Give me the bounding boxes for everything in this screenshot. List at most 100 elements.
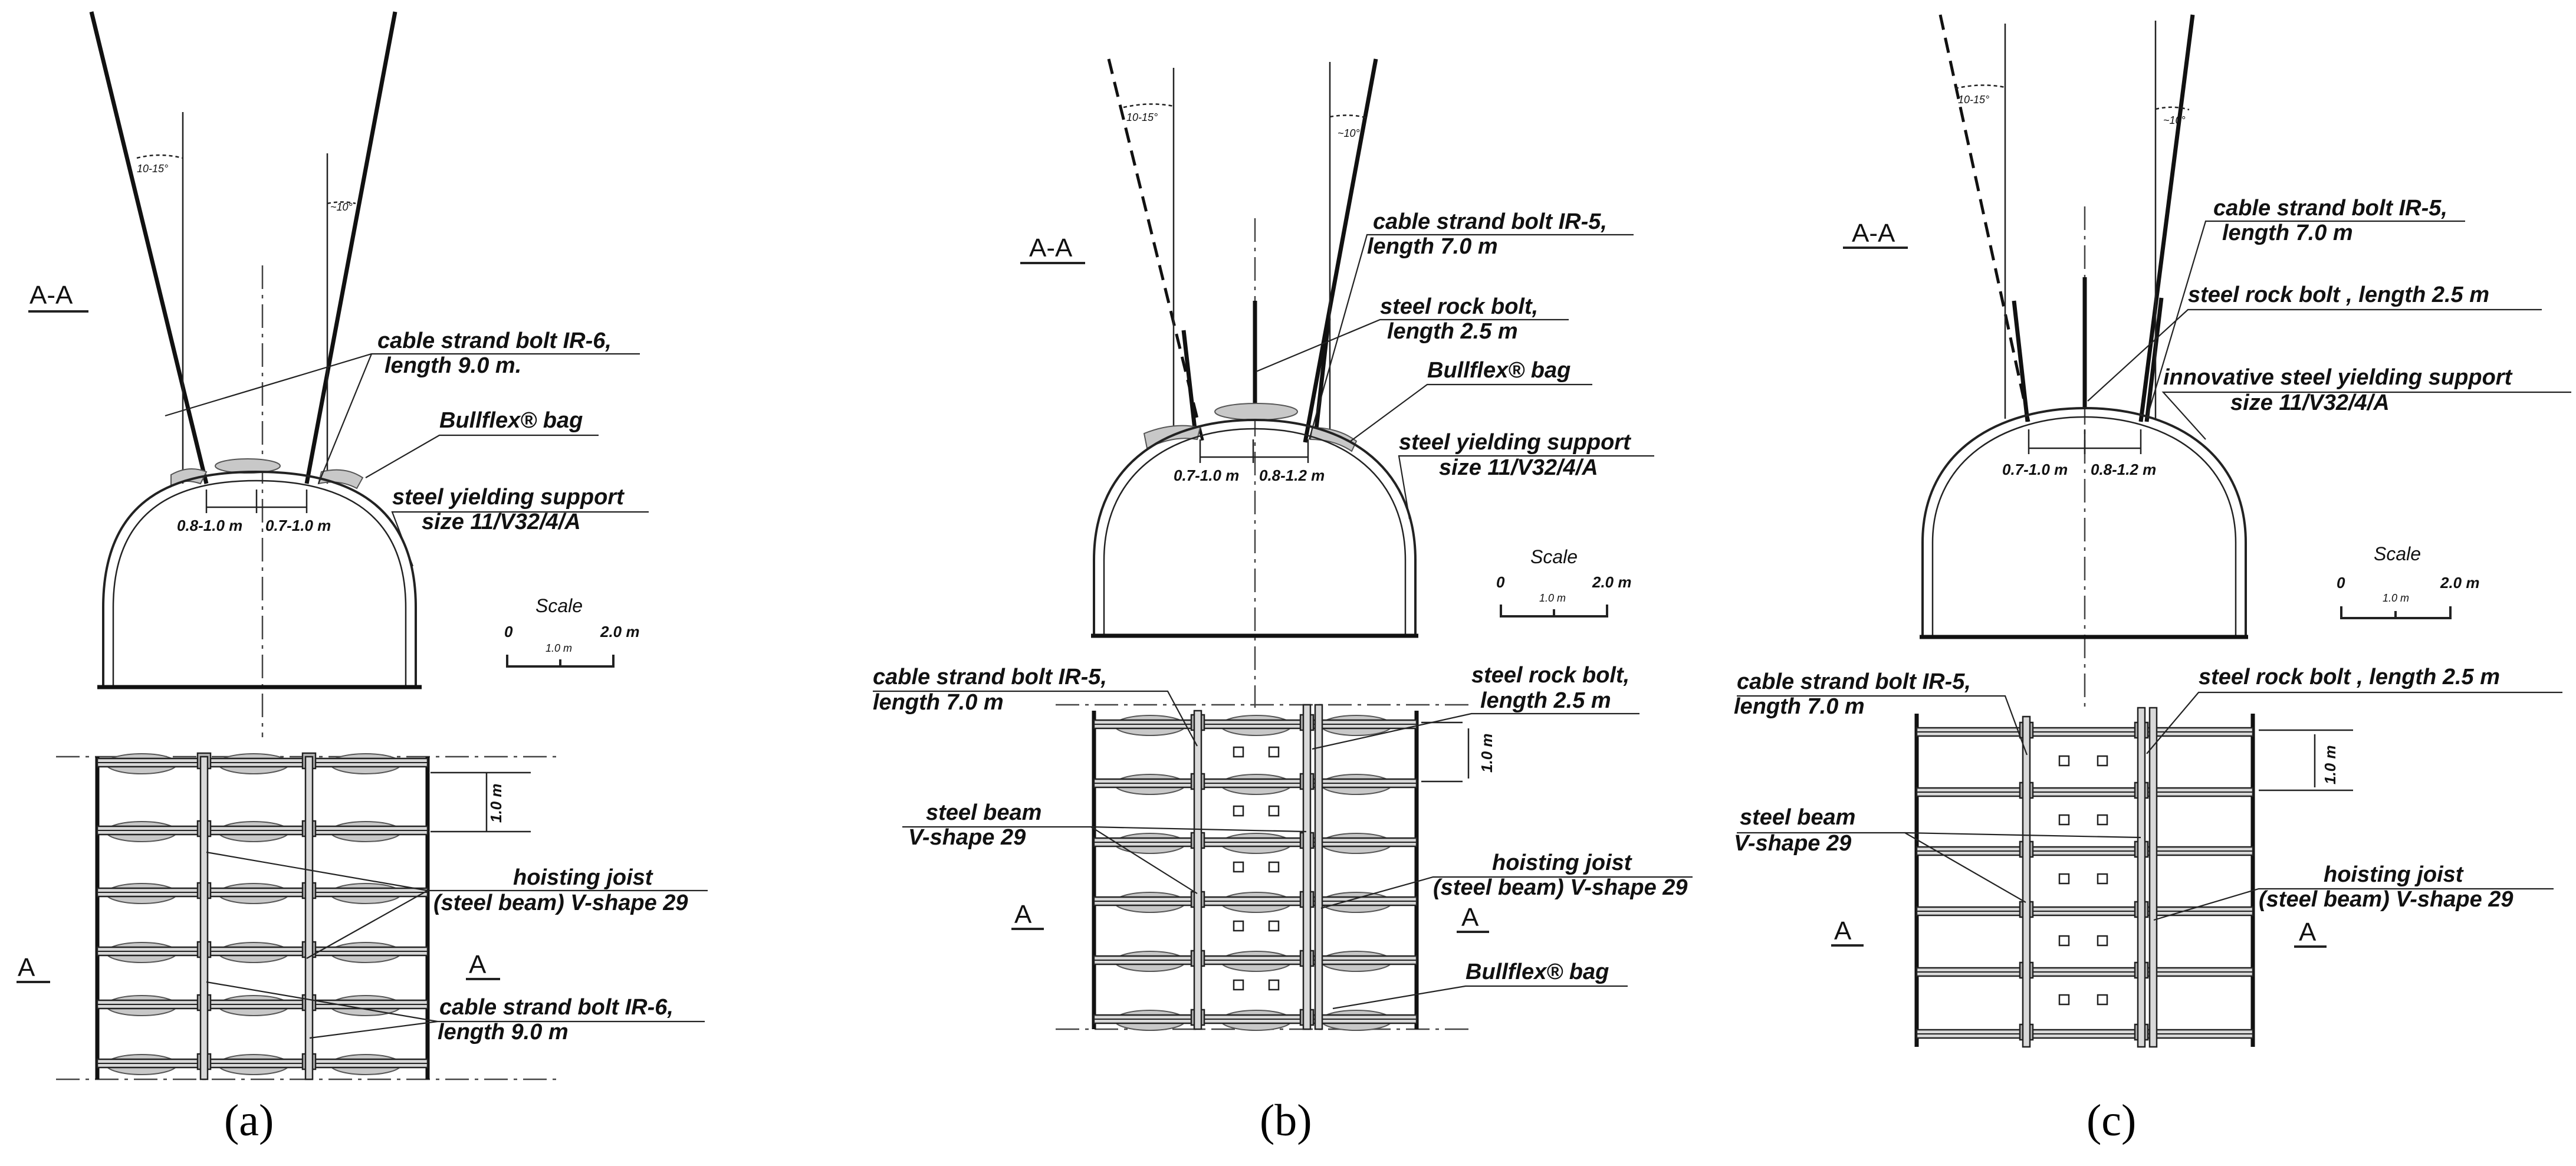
panel-b-rock-bolt-plan-label-2: length 2.5 m — [1480, 688, 1611, 713]
rock-bolt-mark — [2097, 935, 2108, 947]
panel-b-scale-mid: 1.0 m — [1539, 592, 1566, 604]
panel-a-cable-bolt-plan-label-2: length 9.0 m — [438, 1020, 569, 1045]
panel-a-plan-view: 1.0 m A A hoisting joist (steel beam) V-… — [17, 752, 708, 1080]
rock-bolt-mark — [2097, 755, 2108, 767]
panel-a-cable-bolt-label-2: length 9.0 m. — [385, 353, 521, 378]
panel-c-cross-section: 10-15° ~10° 0.7-1.0 m 0.8-1.2 m A-A cabl… — [1843, 14, 2571, 711]
panel-b-cable-bolt-label-2: length 7.0 m — [1367, 234, 1498, 259]
panel-b-rock-bolt-label-2: length 2.5 m — [1387, 319, 1518, 344]
panel-a-caption: (a) — [224, 1096, 274, 1145]
panel-b-rock-bolt-right — [1313, 318, 1331, 440]
rock-bolt-mark — [2058, 814, 2070, 826]
panel-a-scale-end: 2.0 m — [600, 623, 640, 641]
panel-b-rock-bolt-label-1: steel rock bolt, — [1380, 294, 1538, 319]
panel-a-scale-zero: 0 — [504, 623, 513, 641]
panel-c-support-label-1: innovative steel yielding support — [2163, 365, 2513, 390]
rock-bolt-mark — [1268, 861, 1280, 873]
panel-c-scale-end: 2.0 m — [2440, 574, 2480, 592]
panel-c-rock-bolt-label: steel rock bolt , length 2.5 m — [2188, 283, 2489, 307]
rock-bolt-mark — [2058, 935, 2070, 947]
panel-c-cable-bolt-left — [1938, 14, 2030, 422]
panel-a: 10-15° ~10° 0.8-1.0 m 0.7-1.0 m A-A cabl… — [17, 11, 708, 1145]
panel-b-caption: (b) — [1260, 1096, 1312, 1145]
panel-c-section-mark: A-A — [1852, 219, 1895, 248]
rock-bolt-mark — [2058, 755, 2070, 767]
panel-b-spacing-right: 0.8-1.2 m — [1259, 467, 1325, 484]
panel-c-support-label-2: size 11/V32/4/A — [2230, 390, 2390, 415]
panel-c-cable-bolt-plan-label-2: length 7.0 m — [1734, 694, 1865, 719]
panel-b-joist-label-2: (steel beam) V-shape 29 — [1433, 875, 1688, 900]
panel-b-cable-bolt-plan-label-2: length 7.0 m — [873, 690, 1004, 715]
panel-c-caption: (c) — [2087, 1096, 2136, 1145]
panel-a-cable-bolt-right — [304, 11, 397, 484]
panel-b-spacing-left: 0.7-1.0 m — [1174, 467, 1239, 484]
panel-a-spacing-left: 0.8-1.0 m — [177, 517, 242, 534]
panel-a-view-mark-left: A — [18, 953, 35, 982]
panel-c-spacing-left: 0.7-1.0 m — [2002, 461, 2068, 478]
panel-b-joist-label-1: hoisting joist — [1492, 850, 1632, 875]
panel-a-view-mark-right: A — [469, 950, 487, 979]
rock-bolt-mark — [1233, 861, 1244, 873]
rock-bolt-mark — [1233, 979, 1244, 991]
panel-c: 10-15° ~10° 0.7-1.0 m 0.8-1.2 m A-A cabl… — [1734, 14, 2571, 1145]
panel-a-bag-label: Bullflex® bag — [439, 408, 583, 433]
panel-c-row-spacing: 1.0 m — [2321, 745, 2339, 785]
panel-c-rock-bolt-left — [2012, 300, 2030, 422]
panel-c-angle-right: ~10° — [2163, 114, 2186, 126]
panel-b-support-label-2: size 11/V32/4/A — [1439, 455, 1598, 480]
panel-b-rock-bolt-left — [1181, 330, 1198, 440]
rock-bolt-mark — [2097, 873, 2108, 885]
rock-bolt-mark — [2097, 814, 2108, 826]
panel-b-bag-plan-label: Bullflex® bag — [1466, 960, 1609, 984]
panel-c-scale-title: Scale — [2374, 543, 2421, 564]
panel-b-beam-label-1: steel beam — [926, 800, 1041, 825]
panel-c-scale-mid: 1.0 m — [2383, 592, 2409, 604]
panel-c-view-mark-left: A — [1834, 917, 1852, 945]
panel-c-cable-bolt-right — [2138, 14, 2195, 422]
panel-c-angle-left: 10-15° — [1958, 94, 1989, 106]
panel-b-cable-bolt-plan-label-1: cable strand bolt IR-5, — [873, 665, 1107, 689]
panel-a-section-mark: A-A — [29, 281, 73, 310]
panel-b-cross-section: 10-15° ~10° 0.7-1.0 m 0.8-1.2 m A-A cabl… — [1020, 58, 1654, 708]
panel-b-support-label-1: steel yielding support — [1399, 430, 1631, 455]
panel-a-support-label-2: size 11/V32/4/A — [422, 510, 581, 534]
panel-b-plan-view: 1.0 m A A cable strand bolt IR-5, length… — [873, 663, 1693, 1031]
panel-b-cable-bolt-right — [1303, 58, 1378, 443]
panel-a-angle-left: 10-15° — [137, 163, 168, 175]
panel-a-cable-bolt-plan-label-1: cable strand bolt IR-6, — [439, 995, 673, 1020]
panel-b-section-mark: A-A — [1029, 234, 1073, 262]
rock-bolt-mark — [1233, 805, 1244, 817]
rock-bolt-mark — [1268, 746, 1280, 758]
panel-b-rock-bolt-plan-label-1: steel rock bolt, — [1471, 663, 1629, 688]
panel-c-rock-bolt-right — [2144, 297, 2164, 422]
rock-bolt-mark — [1268, 979, 1280, 991]
panel-a-joist-label-1: hoisting joist — [513, 865, 653, 890]
panel-a-cable-bolt-left — [89, 11, 209, 484]
panel-a-cable-bolt-label-1: cable strand bolt IR-6, — [377, 329, 612, 353]
panel-b-scale-end: 2.0 m — [1592, 573, 1632, 591]
panel-a-scale-mid: 1.0 m — [546, 642, 572, 654]
panel-b-view-mark-right: A — [1461, 903, 1479, 932]
panel-c-cable-bolt-label-2: length 7.0 m — [2222, 221, 2353, 245]
panel-a-joist-label-2: (steel beam) V-shape 29 — [433, 891, 688, 915]
panel-c-rock-bolt-plan-label: steel rock bolt , length 2.5 m — [2199, 665, 2500, 689]
panel-a-scale-title: Scale — [535, 595, 583, 616]
rock-bolt-mark — [2058, 994, 2070, 1006]
rock-bolt-mark — [1268, 805, 1280, 817]
panel-c-scale-zero: 0 — [2337, 574, 2345, 592]
panel-b-angle-left: 10-15° — [1126, 111, 1158, 123]
panel-c-joist-label-2: (steel beam) V-shape 29 — [2259, 887, 2513, 912]
rock-bolt-mark — [2097, 994, 2108, 1006]
panel-b: 10-15° ~10° 0.7-1.0 m 0.8-1.2 m A-A cabl… — [873, 58, 1693, 1145]
panel-c-cable-bolt-label-1: cable strand bolt IR-5, — [2213, 196, 2447, 221]
panel-b-angle-right: ~10° — [1338, 127, 1360, 139]
panel-b-scale-zero: 0 — [1496, 573, 1505, 591]
rock-bolt-mark — [1233, 920, 1244, 932]
panel-a-angle-right: ~10° — [330, 201, 353, 213]
panel-a-spacing-right: 0.7-1.0 m — [265, 517, 331, 534]
rock-bolt-mark — [1233, 746, 1244, 758]
panel-a-row-spacing: 1.0 m — [487, 784, 505, 823]
panel-b-beam-label-2: V-shape 29 — [908, 825, 1026, 850]
panel-c-joist-label-1: hoisting joist — [2324, 862, 2464, 887]
